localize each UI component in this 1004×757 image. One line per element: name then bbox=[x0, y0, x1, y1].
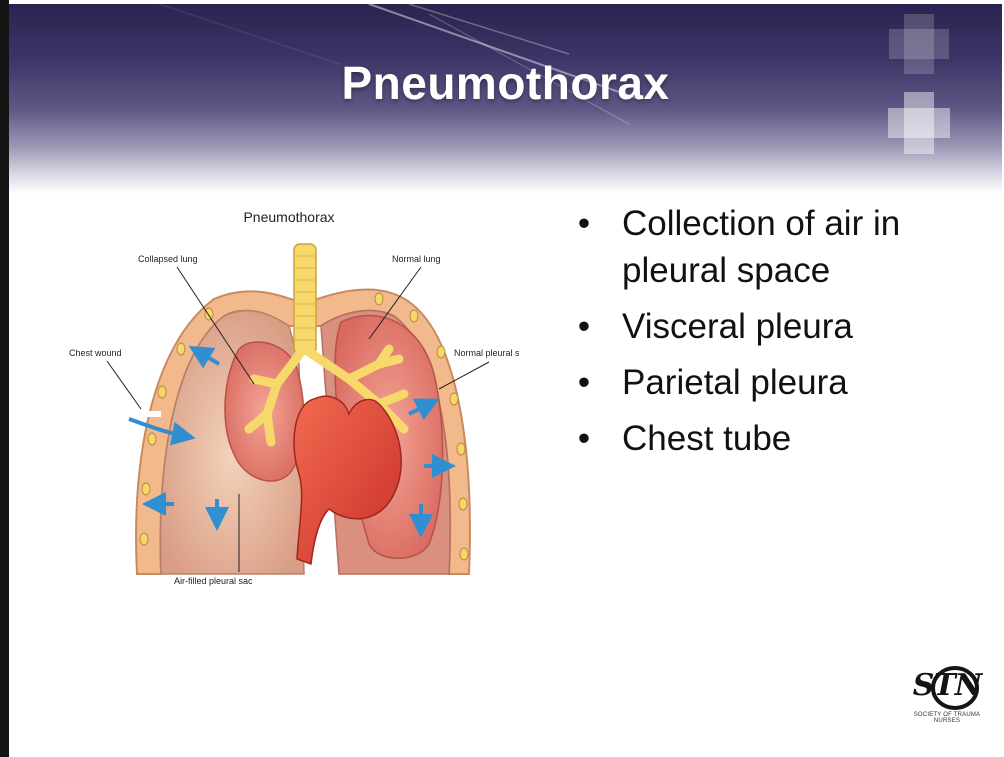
slide: Pneumothorax Pneumothorax bbox=[9, 4, 1002, 753]
bullet-item: • Chest tube bbox=[574, 415, 994, 462]
bullet-list: • Collection of air in pleural space • Vis… bbox=[574, 200, 994, 471]
page-title: Pneumothorax bbox=[9, 56, 1002, 110]
trachea bbox=[294, 244, 316, 354]
bullet-dot: • bbox=[574, 359, 594, 406]
slide-header: Pneumothorax bbox=[9, 4, 1002, 194]
logo-subtitle: SOCIETY OF TRAUMA NURSES bbox=[907, 712, 987, 724]
bullet-text: Visceral pleura bbox=[622, 307, 853, 346]
label-air-filled-pleural-sac: Air-filled pleural sac bbox=[174, 576, 253, 586]
bullet-item: • Visceral pleura bbox=[574, 303, 994, 350]
label-normal-pleural-sac: Normal pleural sac bbox=[454, 348, 519, 358]
stn-logo: STN SOCIETY OF TRAUMA NURSES bbox=[907, 664, 987, 728]
bullet-item: • Parietal pleura bbox=[574, 359, 994, 406]
bullet-dot: • bbox=[574, 200, 594, 247]
bullet-dot: • bbox=[574, 303, 594, 350]
bullet-item: • Collection of air in pleural space bbox=[574, 200, 994, 294]
bullet-dot: • bbox=[574, 415, 594, 462]
label-chest-wound: Chest wound bbox=[69, 348, 122, 358]
logo-text: STN bbox=[907, 668, 987, 703]
bullet-text: Chest tube bbox=[622, 419, 791, 458]
bullet-text: Parietal pleura bbox=[622, 363, 848, 402]
label-collapsed-lung: Collapsed lung bbox=[138, 254, 198, 264]
label-normal-lung: Normal lung bbox=[392, 254, 441, 264]
light-streak bbox=[159, 4, 339, 64]
bullet-text: Collection of air in pleural space bbox=[622, 204, 900, 290]
left-frame-border bbox=[0, 0, 9, 757]
pneumothorax-diagram: Pneumothorax bbox=[49, 204, 519, 589]
diagram-title: Pneumothorax bbox=[243, 209, 334, 225]
